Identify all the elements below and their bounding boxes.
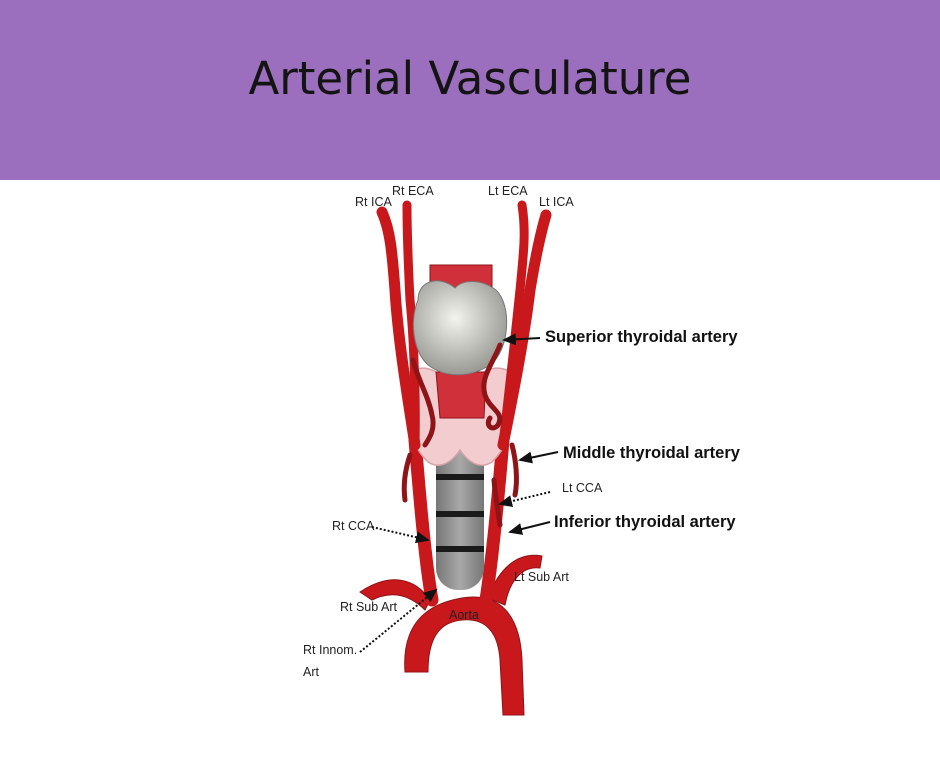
label-aorta: Aorta — [449, 608, 479, 622]
trachea — [436, 440, 484, 590]
middle-thyroidal-arrow — [518, 451, 559, 464]
rt-innom-arrow — [359, 588, 438, 653]
arterial-diagram: Rt ICA Rt ECA Lt ECA Lt ICA Superior thy… — [303, 184, 741, 716]
label-inferior-thyroidal: Inferior thyroidal artery — [554, 513, 736, 531]
label-middle-thyroidal: Middle thyroidal artery — [563, 444, 741, 462]
common-carotid-arteries — [408, 433, 510, 607]
aorta-arch — [359, 554, 543, 716]
label-rt-sub-art: Rt Sub Art — [340, 600, 397, 614]
label-lt-ica: Lt ICA — [539, 195, 574, 209]
slide-header: Arterial Vasculature — [0, 0, 940, 180]
label-lt-sub-art: Lt Sub Art — [514, 570, 569, 584]
carotid-branches — [376, 200, 552, 451]
label-lt-cca: Lt CCA — [562, 481, 603, 495]
slide-title: Arterial Vasculature — [248, 52, 692, 105]
superior-thyroidal-arrow — [502, 333, 541, 346]
label-rt-innom-line2: Art — [303, 665, 320, 679]
label-rt-ica: Rt ICA — [355, 195, 392, 209]
inferior-thyroidal-arrow — [508, 521, 551, 535]
label-rt-eca: Rt ECA — [392, 184, 434, 198]
label-superior-thyroidal: Superior thyroidal artery — [545, 328, 738, 346]
label-rt-cca: Rt CCA — [332, 519, 375, 533]
lt-cca-arrow — [498, 491, 551, 508]
label-lt-eca: Lt ECA — [488, 184, 528, 198]
label-rt-innom-line1: Rt Innom. — [303, 643, 357, 657]
rt-cca-arrow — [371, 526, 430, 544]
thyroid-arteries — [401, 342, 519, 528]
